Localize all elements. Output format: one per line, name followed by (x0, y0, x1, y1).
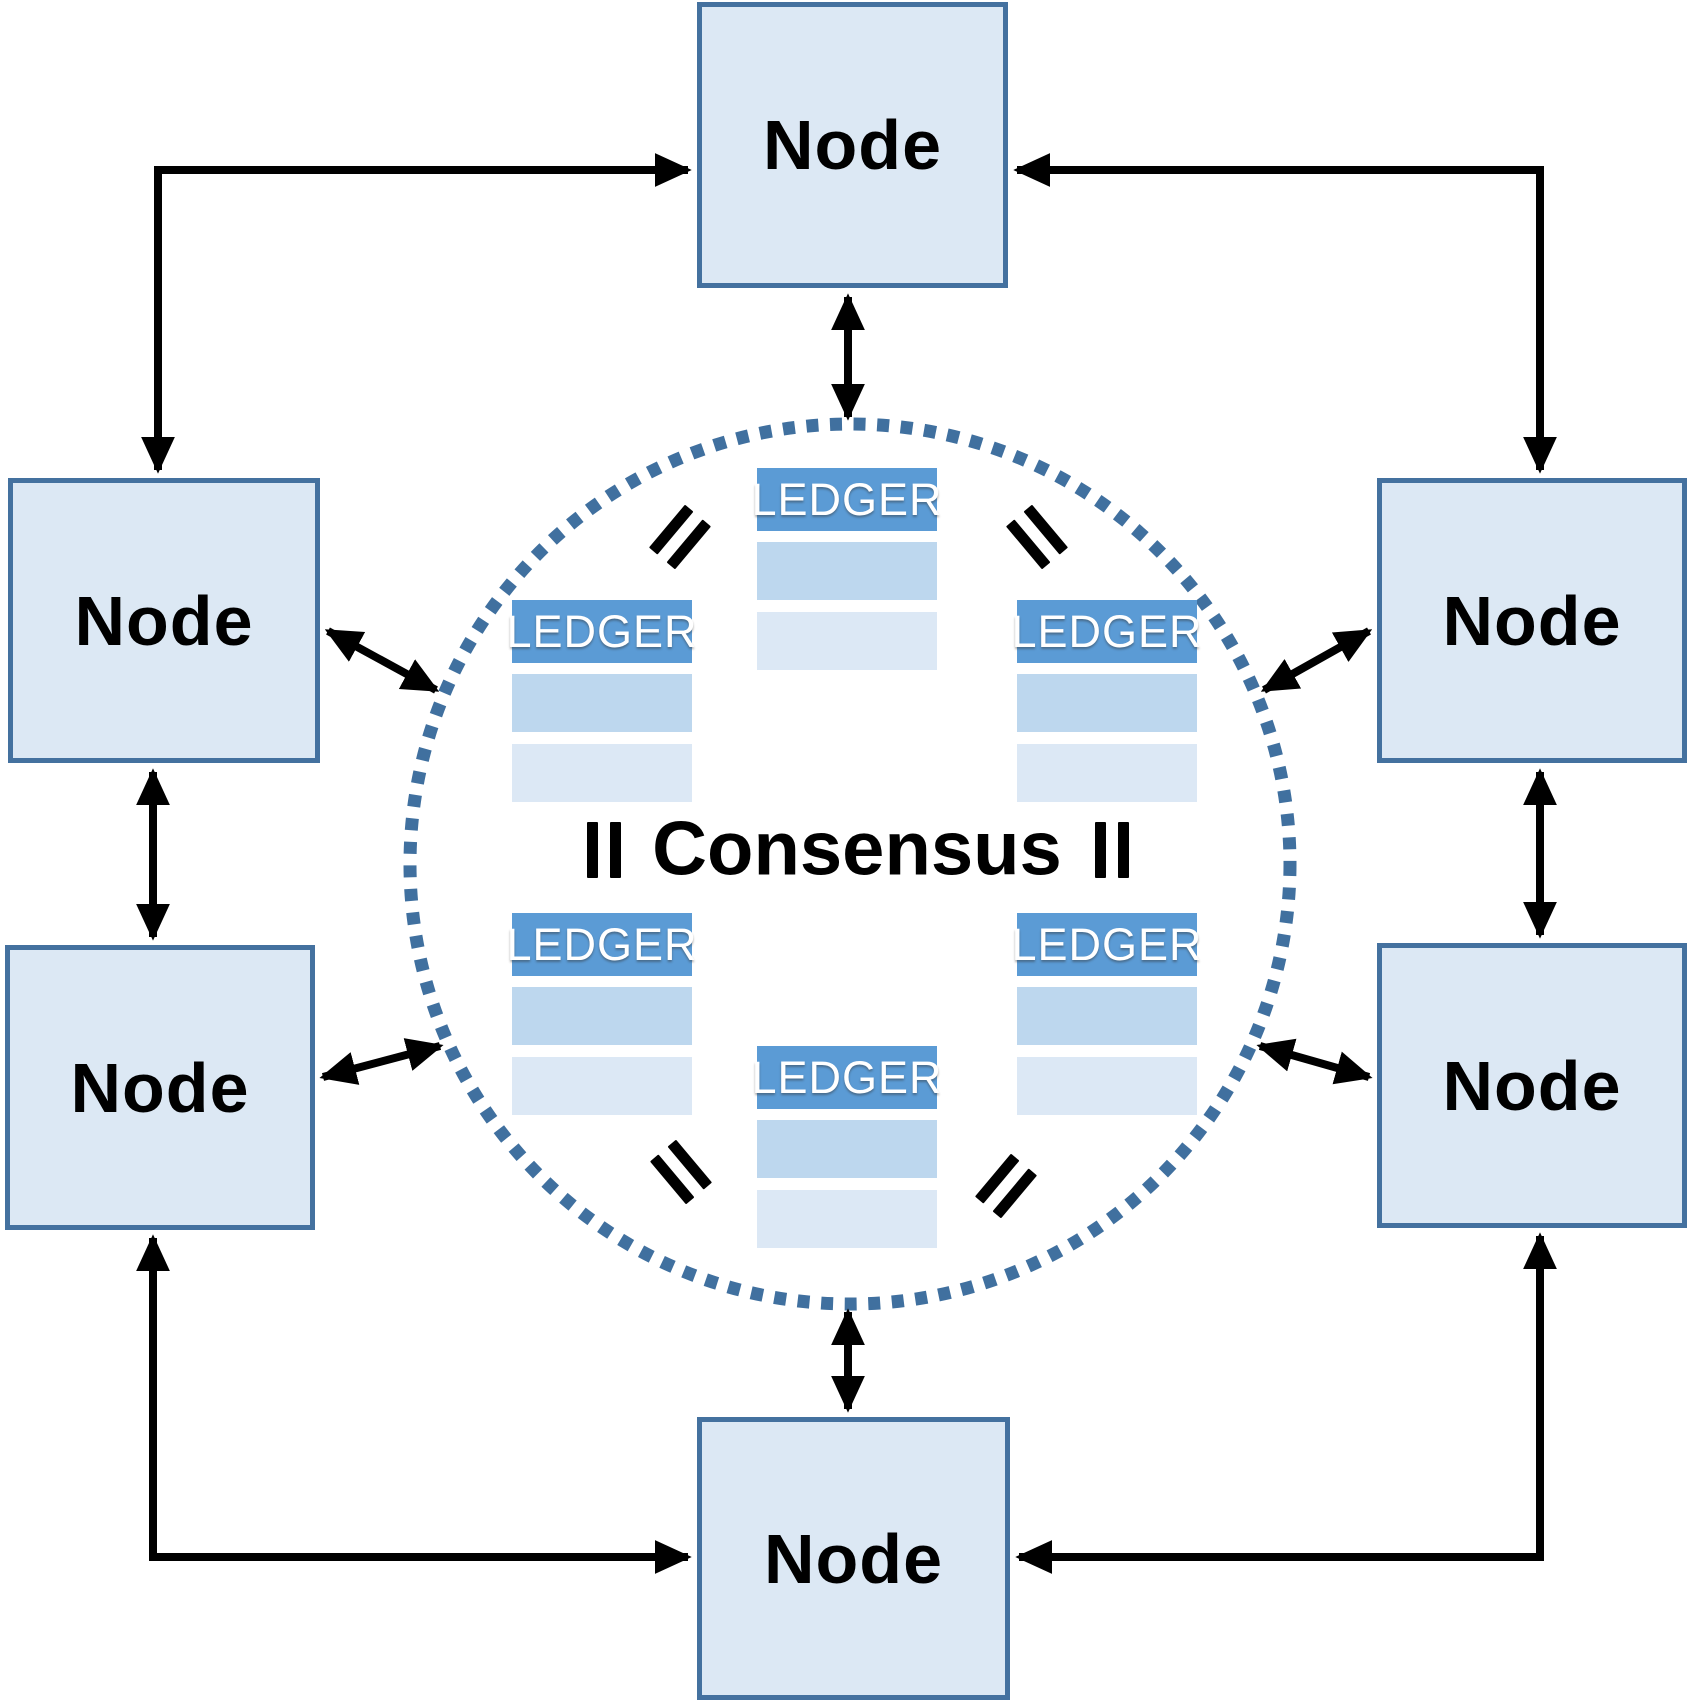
ledger-header: LEDGER (751, 1046, 942, 1109)
ledger-row (757, 1190, 937, 1248)
node-label: Node (74, 581, 254, 660)
node-label: Node (1442, 581, 1622, 660)
ledger-row (512, 674, 692, 732)
ledger-row (1017, 1057, 1197, 1115)
ledger-table-middle-left: LEDGER (506, 600, 697, 802)
connector-lowerright-diagonal-double (1256, 1038, 1373, 1085)
node-box-top: Node (697, 2, 1008, 288)
ledger-header: LEDGER (506, 600, 697, 663)
ledger-table-lower-left: LEDGER (506, 913, 697, 1115)
ledger-header: LEDGER (751, 468, 942, 531)
ledger-row (757, 612, 937, 670)
ledger-row (1017, 744, 1197, 802)
ledger-row (757, 1120, 937, 1178)
ledger-row (512, 987, 692, 1045)
ledger-header: LEDGER (506, 913, 697, 976)
node-label: Node (1442, 1046, 1622, 1125)
node-box-upper-left: Node (8, 478, 320, 763)
consensus-circle (403, 417, 1297, 1311)
equals-icon (1095, 822, 1129, 878)
node-label: Node (764, 1519, 943, 1598)
consensus-title: Consensus (652, 806, 1062, 892)
ledger-row (512, 744, 692, 802)
ledger-table-middle-right: LEDGER (1011, 600, 1202, 802)
connector-topright-elbow (1013, 153, 1557, 474)
node-box-lower-right: Node (1377, 943, 1687, 1228)
connector-lowerleft-diagonal-double (319, 1038, 444, 1085)
ledger-table-lower-right: LEDGER (1011, 913, 1202, 1115)
node-box-upper-right: Node (1377, 478, 1687, 763)
ledger-table-top: LEDGER (751, 468, 942, 670)
node-label: Node (763, 106, 942, 184)
node-label: Node (70, 1048, 250, 1127)
connector-bottomleft-elbow (136, 1234, 692, 1574)
ledger-row (757, 542, 937, 600)
connector-topleft-elbow (141, 153, 692, 474)
ledger-row (1017, 987, 1197, 1045)
connector-bottomright-elbow (1015, 1232, 1557, 1574)
ledger-row (512, 1057, 692, 1115)
ledger-header: LEDGER (1011, 600, 1202, 663)
ledger-header: LEDGER (1011, 913, 1202, 976)
ledger-row (1017, 674, 1197, 732)
connector-upperright-diagonal-double (1260, 627, 1373, 694)
node-box-bottom: Node (697, 1417, 1010, 1700)
ledger-table-bottom: LEDGER (751, 1046, 942, 1248)
node-box-lower-left: Node (5, 945, 315, 1230)
connector-upperleft-diagonal-double (324, 627, 440, 694)
equals-icon (587, 822, 621, 878)
